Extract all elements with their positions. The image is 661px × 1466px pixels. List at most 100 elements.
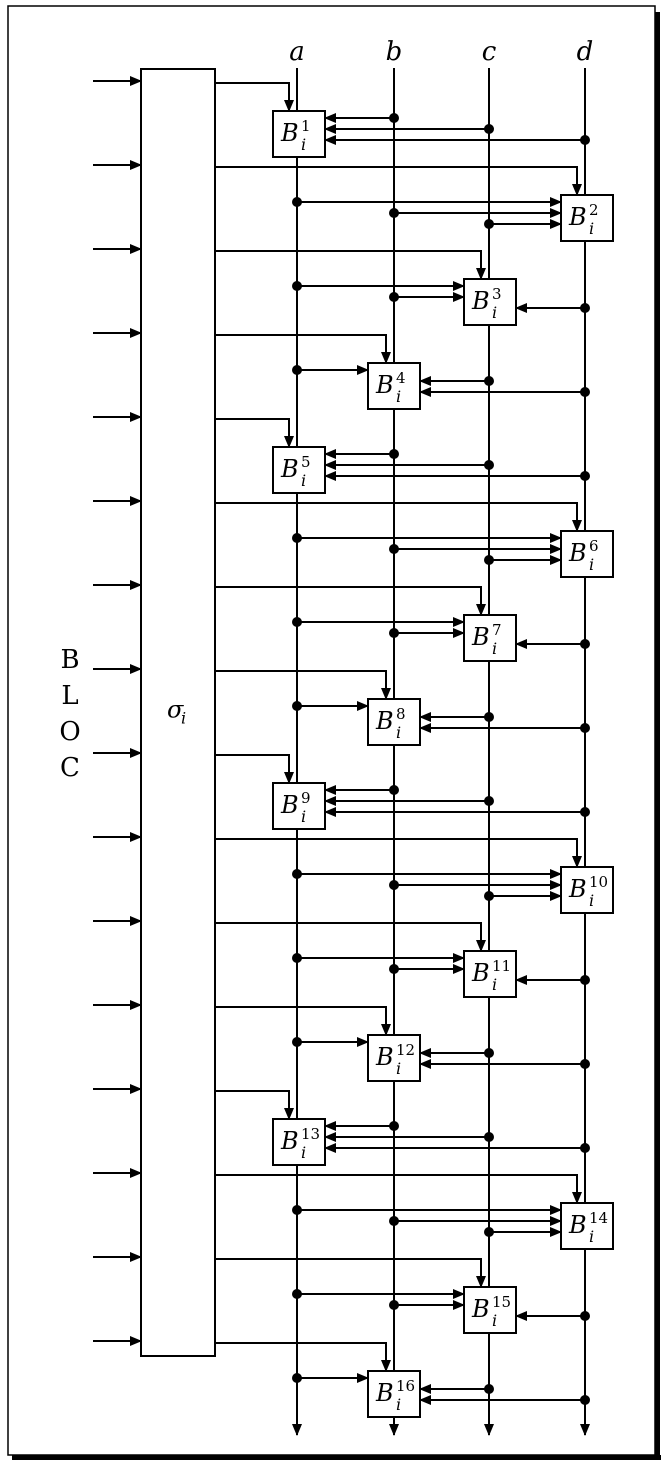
junction-dot <box>389 449 399 459</box>
sbox-output-wire <box>215 82 294 112</box>
sbox-output-wire <box>215 1090 294 1120</box>
junction-dot <box>484 1384 494 1394</box>
block-subscript: i <box>396 387 401 406</box>
junction-dot <box>484 1132 494 1142</box>
block-label: B <box>568 1211 587 1239</box>
block-subscript: i <box>589 555 594 574</box>
junction-dot <box>292 953 302 963</box>
junction-dot <box>292 869 302 879</box>
junction-dot <box>292 617 302 627</box>
junction-dot <box>580 471 590 481</box>
block-superscript: 8 <box>396 705 406 723</box>
block-superscript: 11 <box>492 957 511 975</box>
block-subscript: i <box>301 135 306 154</box>
column-label-c: c <box>482 37 497 67</box>
wires <box>93 68 590 1436</box>
frame-shadow-bottom <box>12 1455 661 1460</box>
junction-dot <box>292 281 302 291</box>
junction-dot <box>580 1311 590 1321</box>
block-label: B <box>568 875 587 903</box>
junction-dot <box>580 387 590 397</box>
junction-dot <box>292 365 302 375</box>
side-label-letter: O <box>59 717 80 747</box>
block-2 <box>560 194 614 242</box>
block-subscript: i <box>301 807 306 826</box>
sbox <box>140 68 216 1357</box>
sbox-output-wire <box>215 1006 391 1036</box>
junction-dot <box>484 1227 494 1237</box>
junction-dot <box>484 712 494 722</box>
block-superscript: 1 <box>301 117 311 135</box>
sbox-output-wire <box>215 670 391 700</box>
block-8 <box>367 698 421 746</box>
blocks <box>140 68 614 1418</box>
block-subscript: i <box>492 975 497 994</box>
junction-dot <box>580 975 590 985</box>
block-superscript: 13 <box>301 1125 320 1143</box>
block-label: B <box>375 371 394 399</box>
block-subscript: i <box>492 303 497 322</box>
block-subscript: i <box>301 1143 306 1162</box>
junction-dot <box>292 197 302 207</box>
junction-dot <box>484 219 494 229</box>
sbox-label: σ <box>167 696 184 724</box>
junction-dot <box>580 135 590 145</box>
sbox-output-wire <box>215 754 294 784</box>
junction-dot <box>484 376 494 386</box>
block-16 <box>367 1370 421 1418</box>
block-10 <box>560 866 614 914</box>
junction-dot <box>484 460 494 470</box>
junction-dot <box>389 785 399 795</box>
junction-dot <box>484 124 494 134</box>
block-superscript: 6 <box>589 537 599 555</box>
junction-dot <box>389 1216 399 1226</box>
block-4 <box>367 362 421 410</box>
sbox-output-wire <box>215 334 391 364</box>
junction-dot <box>389 880 399 890</box>
sbox-output-wire <box>215 502 582 532</box>
frame <box>7 5 656 1456</box>
junction-dot <box>389 964 399 974</box>
block-superscript: 14 <box>589 1209 608 1227</box>
sbox-output-wire <box>215 250 486 280</box>
block-13 <box>272 1118 326 1166</box>
block-14 <box>560 1202 614 1250</box>
block-12 <box>367 1034 421 1082</box>
block-label: B <box>375 1043 394 1071</box>
block-superscript: 7 <box>492 621 502 639</box>
block-5 <box>272 446 326 494</box>
column-label-d: d <box>577 37 594 67</box>
sbox-subscript: i <box>181 709 186 728</box>
junction-dot <box>292 1373 302 1383</box>
block-15 <box>463 1286 517 1334</box>
sbox-output-wire <box>215 1258 486 1288</box>
junction-dot <box>580 1143 590 1153</box>
side-label-letter: L <box>61 681 78 711</box>
block-superscript: 15 <box>492 1293 511 1311</box>
block-subscript: i <box>589 891 594 910</box>
block-superscript: 16 <box>396 1377 415 1395</box>
junction-dot <box>580 1395 590 1405</box>
junction-dot <box>484 1048 494 1058</box>
block-superscript: 12 <box>396 1041 415 1059</box>
block-label: B <box>568 539 587 567</box>
side-label-letter: C <box>60 753 80 783</box>
block-superscript: 9 <box>301 789 311 807</box>
sbox-output-wire <box>215 166 582 196</box>
junction-dots <box>292 113 590 1405</box>
sbox-output-wire <box>215 418 294 448</box>
block-subscript: i <box>492 639 497 658</box>
block-superscript: 3 <box>492 285 502 303</box>
block-subscript: i <box>396 723 401 742</box>
junction-dot <box>389 628 399 638</box>
block-subscript: i <box>301 471 306 490</box>
block-9 <box>272 782 326 830</box>
block-label: B <box>471 1295 490 1323</box>
block-subscript: i <box>589 1227 594 1246</box>
block-label: B <box>280 1127 299 1155</box>
block-label: B <box>280 119 299 147</box>
block-superscript: 10 <box>589 873 608 891</box>
